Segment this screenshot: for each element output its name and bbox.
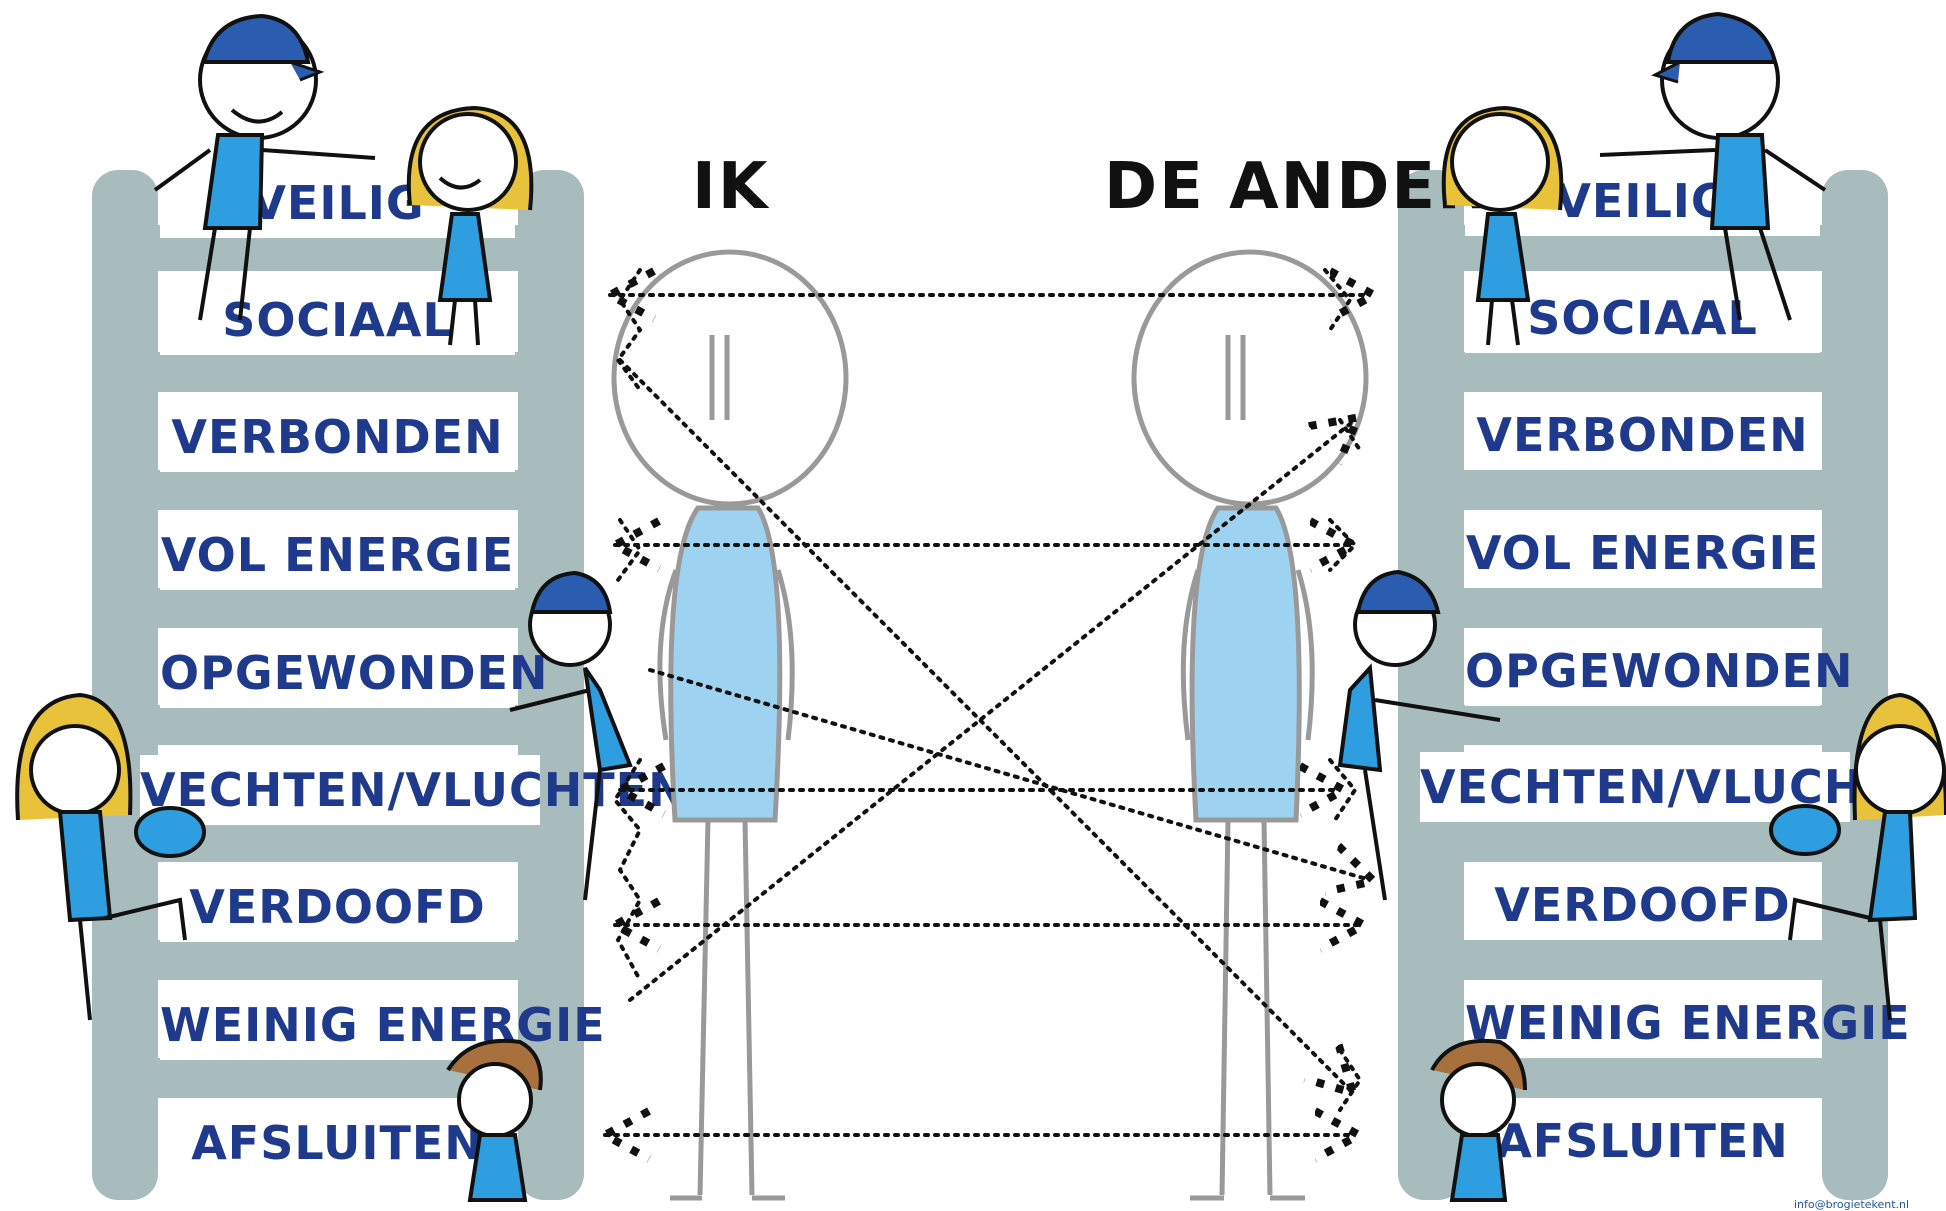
title-ik: IK [692, 150, 770, 224]
ladder-left-label-verbonden: VERBONDEN [160, 402, 515, 472]
figure-de-ander-head [1131, 249, 1369, 507]
ladder-right-rail-right [1822, 170, 1888, 1200]
ladder-left-rung [130, 470, 550, 510]
character-boy-cap-mid-left [509, 570, 633, 901]
zigzag-right [1323, 268, 1363, 1112]
ladder-right-label-afsluiten: AFSLUITEN [1465, 1106, 1820, 1176]
ladder-right-label-vol-energie: VOL ENERGIE [1465, 518, 1820, 588]
figure-de-ander-shirt [1189, 505, 1302, 823]
character-boy-cap-top-right [1599, 11, 1827, 321]
ladder-left-rung [130, 588, 550, 628]
ladder-right-rung [1430, 470, 1850, 510]
ladder-left-label-sociaal: SOCIAAL [160, 285, 515, 355]
ladder-left-label-afsluiten: AFSLUITEN [160, 1108, 515, 1178]
character-boy-cap-mid-right [1337, 569, 1501, 901]
character-girl-angry-left [15, 692, 206, 1021]
figure-ik-head [611, 249, 849, 507]
arrow-diag-mid [648, 668, 1370, 880]
ladder-right-rung [1430, 588, 1850, 628]
figure-ik-shirt [668, 505, 783, 823]
zigzag-left [612, 268, 643, 982]
ladder-left-label-verdoofd: VERDOOFD [160, 872, 515, 942]
ladder-left-label-vol-energie: VOL ENERGIE [160, 520, 515, 590]
ladder-right-rung [1430, 705, 1850, 745]
character-girl-top-left [406, 105, 534, 346]
ladder-left-rung [130, 352, 550, 392]
credit-text: info@brogietekent.nl [1794, 1198, 1910, 1211]
character-girl-top-right [1441, 105, 1564, 346]
ladder-left-rail-left [92, 170, 158, 1200]
character-boy-cap-top-left [153, 13, 376, 321]
character-girl-angry-right [1769, 692, 1946, 1021]
ladder-left-rung [130, 705, 550, 745]
arrow-cross-up [628, 420, 1355, 1002]
character-boy-brown-bottom-right [1430, 1038, 1527, 1202]
ladder-right-label-opgewonden: OPGEWONDEN [1465, 636, 1852, 706]
figure-de-ander [1131, 249, 1369, 1201]
arrow-cross-down [618, 358, 1350, 1090]
figure-ik [611, 249, 849, 1201]
ladder-left-label-opgewonden: OPGEWONDEN [160, 638, 547, 708]
ladder-right-label-verbonden: VERBONDEN [1465, 400, 1820, 470]
dotted-arrows [605, 270, 1370, 1135]
character-boy-brown-bottom-left [446, 1038, 543, 1202]
title-de-ander: DE ANDER [1104, 150, 1489, 224]
ladder-right-label-verdoofd: VERDOOFD [1465, 870, 1820, 940]
ladder-right-rung [1430, 352, 1850, 392]
ladder-left-rung [130, 940, 550, 980]
ladder-right-rung [1430, 940, 1850, 980]
